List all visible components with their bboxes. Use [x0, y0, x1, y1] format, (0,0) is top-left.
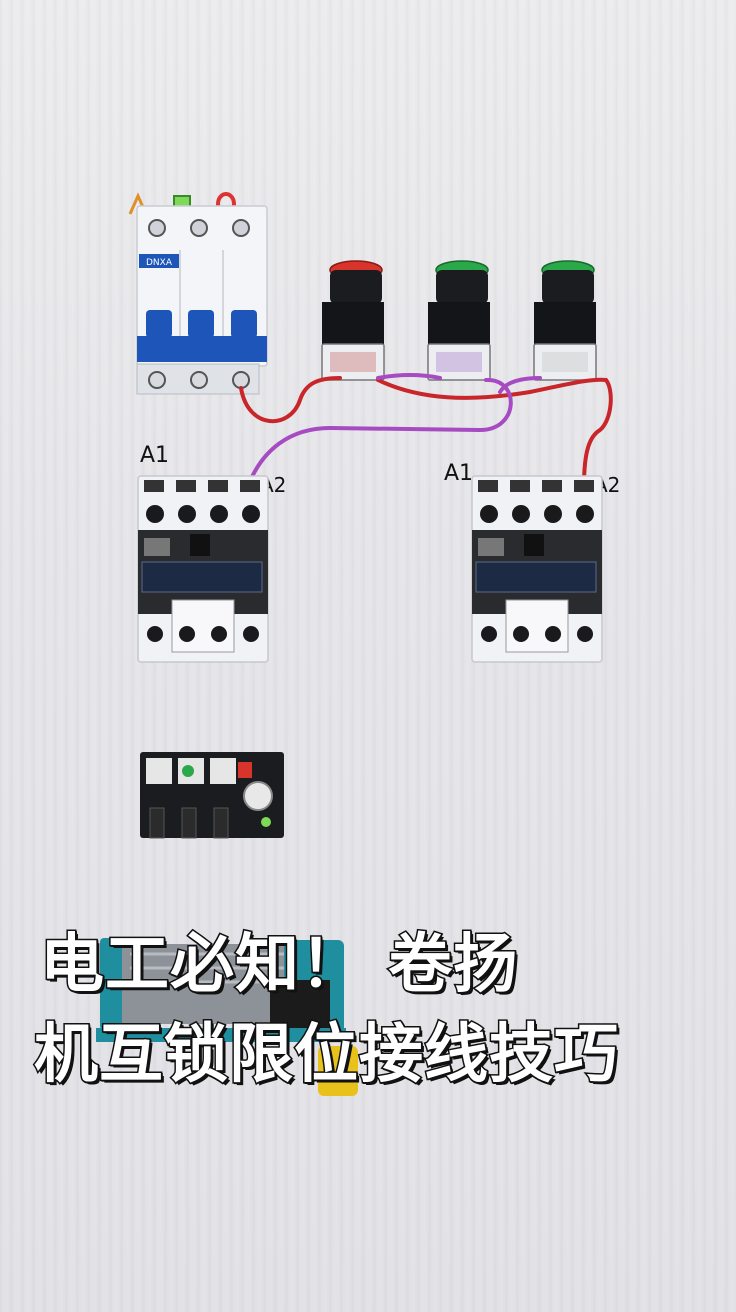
contactor-screw: [512, 505, 530, 523]
contactor-left-nameplate: [141, 561, 263, 593]
breaker-brand-plate: [139, 254, 179, 268]
contactor-left: A1 A2: [137, 443, 286, 663]
contactor-screw: [211, 626, 227, 642]
push-button-stop[interactable]: [321, 260, 385, 381]
contactor-terminal-slot: [478, 480, 498, 492]
contactor-screw: [545, 626, 561, 642]
circuit-breaker: DNXA: [128, 192, 268, 395]
contactor-left-a1-label: A1: [140, 443, 169, 468]
breaker-top-screw: [232, 219, 250, 237]
relay-pin: [213, 807, 229, 839]
contactor-terminal-slot: [542, 480, 562, 492]
button-collar: [542, 270, 594, 304]
relay-reset-button[interactable]: [238, 762, 252, 778]
wire-red-to-right-a2: [582, 378, 613, 488]
breaker-brand-label: DNXA: [146, 258, 173, 268]
button-contact-window: [542, 352, 588, 372]
wires: [239, 373, 613, 488]
winch: [96, 938, 358, 1096]
contactor-right: A1 A2: [444, 461, 620, 663]
contactor-aux-block: [478, 538, 504, 556]
contactor-screw: [544, 505, 562, 523]
caption-line-2: 机互锁限位接线技巧: [33, 1017, 620, 1094]
contactor-window: [190, 534, 210, 556]
relay-pin: [181, 807, 197, 839]
winch-yellow-part: [318, 1046, 358, 1096]
button-contact-window: [436, 352, 482, 372]
contactor-screw: [576, 505, 594, 523]
button-collar: [436, 270, 488, 304]
contactor-window: [524, 534, 544, 556]
contactor-terminal-slot: [574, 480, 594, 492]
breaker-blue-band: [137, 336, 267, 362]
button-contact-window: [330, 352, 376, 372]
breaker-bottom-screw: [232, 371, 250, 389]
push-button-reverse[interactable]: [533, 260, 597, 381]
contactor-terminal-slot: [510, 480, 530, 492]
button-body: [428, 302, 490, 344]
winch-end-plate: [100, 938, 122, 1030]
contactor-right-nameplate: [475, 561, 597, 593]
wire-purple-stop-to-forward: [376, 373, 442, 380]
contactor-screw: [480, 505, 498, 523]
button-collar: [330, 270, 382, 304]
caption-line-1: 电工必知！ 卷扬: [39, 927, 519, 1004]
contactor-terminal-slot: [208, 480, 228, 492]
button-body: [534, 302, 596, 344]
breaker-bottom-screw: [148, 371, 166, 389]
wire-red-button-chain: [376, 377, 608, 400]
relay-setting-dial[interactable]: [243, 781, 273, 811]
wire-purple-to-left-a2: [246, 377, 513, 488]
contactor-screw: [178, 505, 196, 523]
relay-terminal: [210, 758, 236, 784]
breaker-bottom-screw: [190, 371, 208, 389]
relay-terminal: [146, 758, 172, 784]
push-button-forward[interactable]: [427, 260, 491, 381]
breaker-handle[interactable]: [231, 310, 257, 338]
breaker-top-screw: [148, 219, 166, 237]
contactor-screw: [243, 626, 259, 642]
breaker-top-screw: [190, 219, 208, 237]
relay-pin: [149, 807, 165, 839]
contactor-screw: [179, 626, 195, 642]
winch-controller: [270, 980, 330, 1030]
contactor-right-a1-label: A1: [444, 461, 473, 486]
breaker-handle[interactable]: [146, 310, 172, 338]
contactor-terminal-slot: [176, 480, 196, 492]
contactor-aux-block: [144, 538, 170, 556]
relay-indicator-green: [182, 765, 194, 777]
contactor-screw: [513, 626, 529, 642]
wire-red-breaker-to-stop: [239, 376, 342, 424]
contactor-bottom-cover: [505, 599, 569, 653]
contactor-screw: [210, 505, 228, 523]
contactor-bottom-cover: [171, 599, 235, 653]
thermal-overload-relay: [140, 752, 284, 839]
breaker-handle[interactable]: [188, 310, 214, 338]
winch-drum: [122, 944, 292, 1024]
contactor-terminal-slot: [144, 480, 164, 492]
contactor-screw: [147, 626, 163, 642]
relay-indicator-led: [261, 817, 271, 827]
contactor-screw: [577, 626, 593, 642]
wire-purple-reverse: [498, 376, 542, 394]
contactor-screw: [242, 505, 260, 523]
contactor-screw: [146, 505, 164, 523]
contactor-terminal-slot: [240, 480, 260, 492]
contactor-screw: [481, 626, 497, 642]
button-body: [322, 302, 384, 344]
winch-base: [96, 1028, 346, 1042]
